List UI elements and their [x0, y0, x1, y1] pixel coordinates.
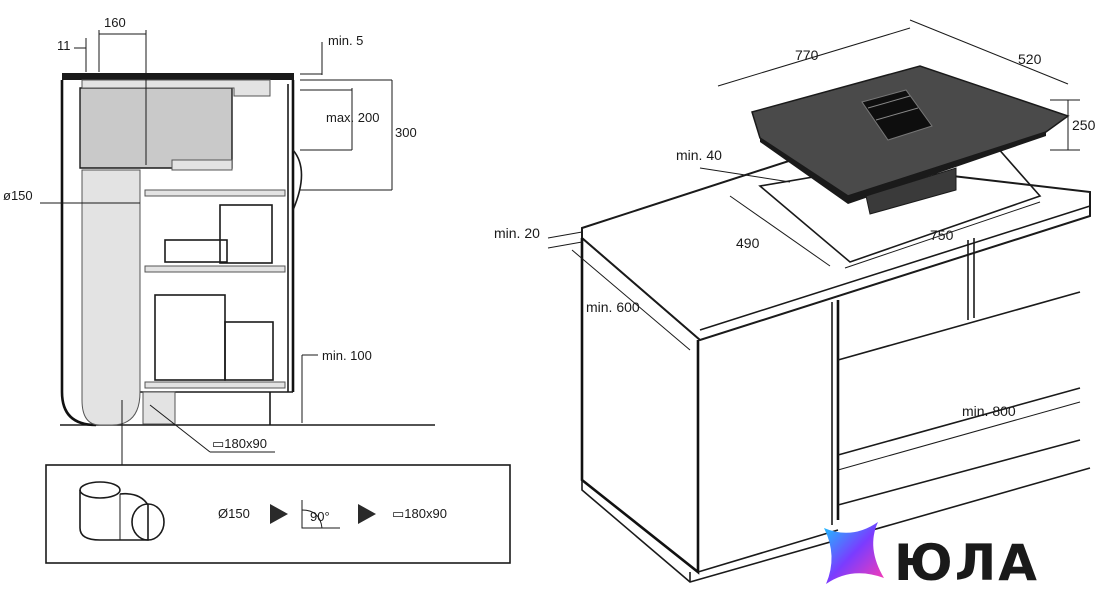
arrow-right-icon — [270, 504, 288, 524]
legend-rect: ▭180x90 — [392, 506, 447, 521]
dim-750: 750 — [930, 227, 954, 243]
rect-duct-outlet — [142, 391, 176, 425]
pot — [219, 204, 273, 264]
dim-min20: min. 20 — [494, 225, 540, 241]
side-section-view: 11 160 min. 5 max. 200 300 ø150 min. 100… — [3, 15, 435, 465]
dim-diam150: ø150 — [3, 188, 33, 203]
pot — [164, 239, 228, 263]
iso-cabinet-left — [580, 238, 700, 575]
dim-min100: min. 100 — [322, 348, 372, 363]
dim-min40: min. 40 — [676, 147, 722, 163]
arrow-right-icon — [358, 504, 376, 524]
countertop — [62, 73, 294, 80]
legend-round: Ø150 — [218, 506, 250, 521]
cabinet-outline-left — [60, 80, 97, 427]
dim-490: 490 — [736, 235, 760, 251]
dim-770: 770 — [795, 47, 819, 63]
logo-text: ЮЛА — [894, 534, 1039, 592]
dim-250: 250 — [1072, 117, 1096, 133]
vertical-duct — [81, 169, 141, 426]
hob-unit — [79, 87, 233, 169]
pot — [154, 294, 226, 381]
dim-min600: min. 600 — [586, 299, 640, 315]
iso-motor-box — [865, 167, 957, 215]
dim-min5: min. 5 — [328, 33, 363, 48]
dim-min800: min. 800 — [962, 403, 1016, 419]
pot — [224, 321, 274, 381]
dim-520: 520 — [1018, 51, 1042, 67]
dim-max200: max. 200 — [326, 110, 379, 125]
legend-angle: 90° — [310, 509, 330, 524]
dim-160: 160 — [104, 15, 126, 30]
logo-star-icon — [824, 522, 884, 584]
angle-90-icon — [301, 500, 340, 529]
duct-elbow-icon — [79, 481, 165, 541]
duct-legend: Ø150 90° ▭180x90 — [45, 464, 511, 564]
dim-11: 11 — [57, 38, 71, 53]
youla-logo: ЮЛА — [824, 522, 1039, 592]
isometric-view: 770 520 250 min. 40 490 750 min. 20 min.… — [494, 19, 1096, 583]
vent-grill-icon — [861, 89, 933, 141]
dim-duct: ▭180x90 — [212, 436, 267, 451]
dim-300: 300 — [395, 125, 417, 140]
